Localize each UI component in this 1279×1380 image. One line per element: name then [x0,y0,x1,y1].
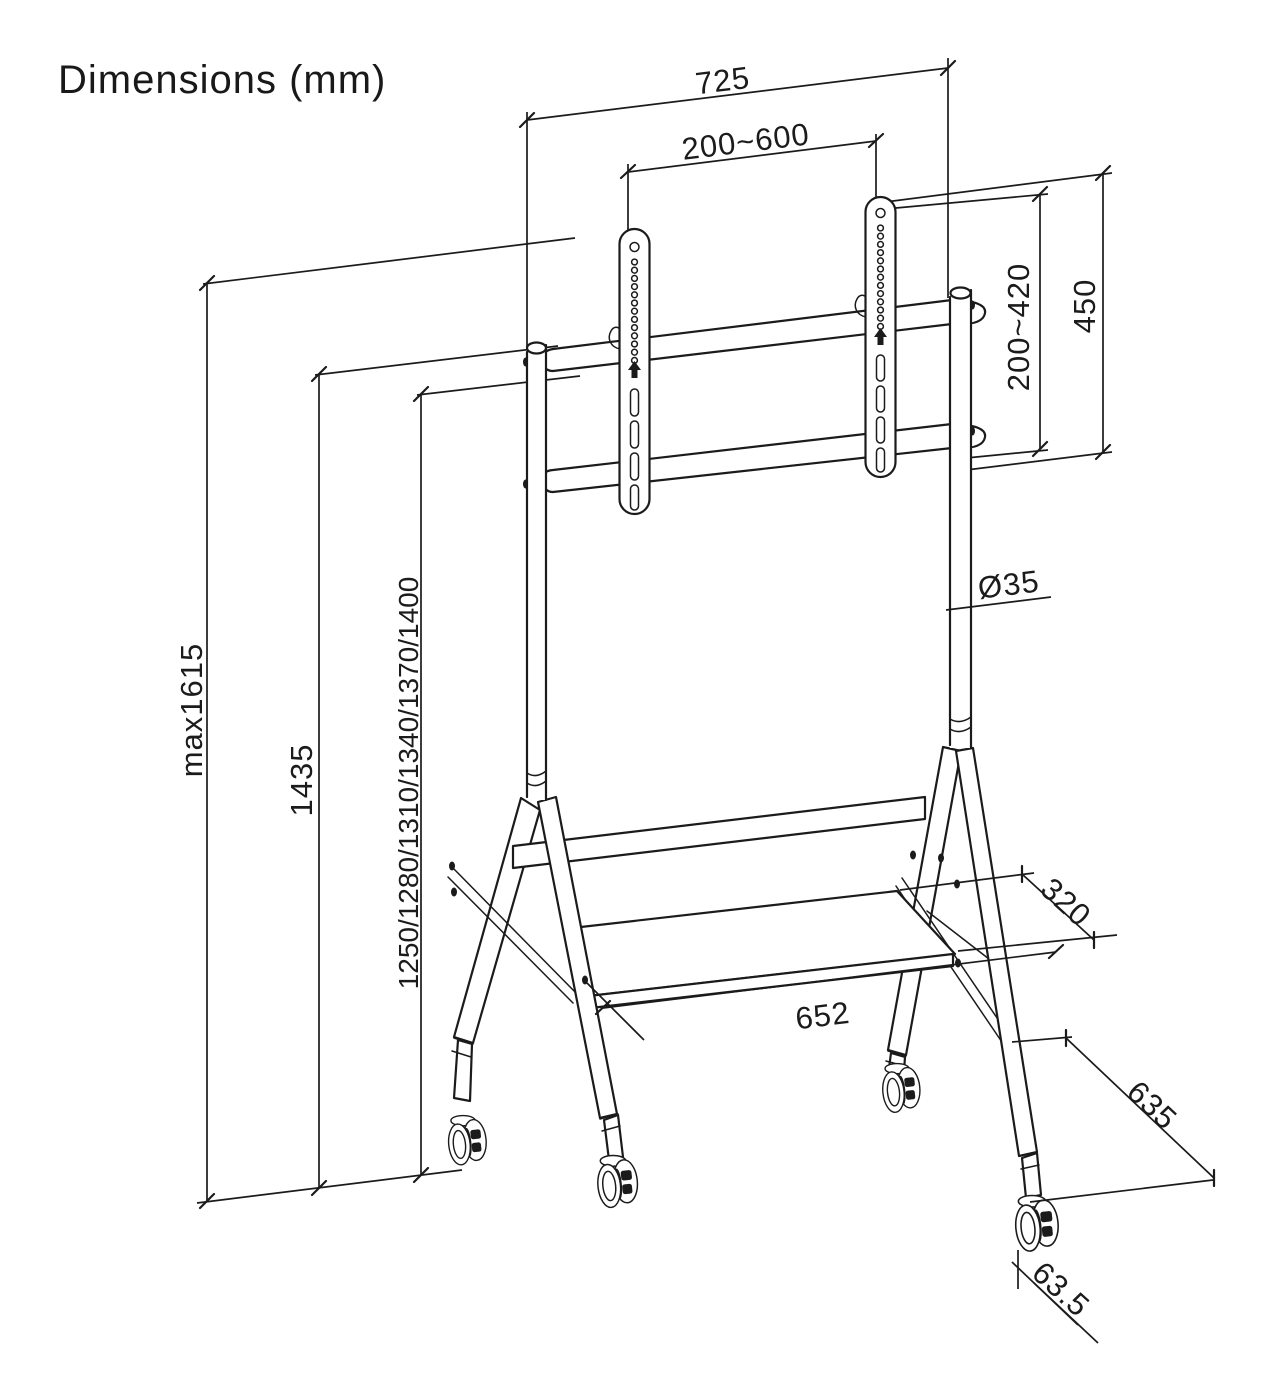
extension-line [416,375,581,396]
dimension-bracket-height: 450 [884,164,1113,472]
attachment-bolts [449,850,961,985]
extension-line [314,345,559,376]
dim-label-bracket-height: 450 [1067,279,1102,334]
extension-line [1011,1036,1073,1043]
dim-label-shelf-depth: 320 [1034,871,1098,934]
pole-right [948,286,975,750]
dim-label-top-width: 725 [693,60,752,101]
shelf-underside [926,910,990,960]
tick-marks [1020,864,1096,950]
dim-label-vesa-height: 200~420 [1001,263,1036,392]
dimension-line [1021,873,1095,941]
leader-line [945,596,1052,611]
dimension-column-height: 1435 [284,345,559,1197]
dim-label-column-height: 1435 [284,744,319,817]
dim-label-max-height: max1615 [174,643,209,778]
page-title: Dimensions (mm) [58,58,387,102]
tick-marks [518,59,957,129]
dimension-screen-heights: 1250/1280/1310/1340/1370/1400 [393,375,581,1184]
vesa-slots [875,354,886,473]
dimension-line [526,67,949,121]
vesa-holes [630,258,639,365]
ground-baseline [196,1169,463,1204]
dim-label-shelf-width: 652 [793,995,852,1036]
dimension-line [602,951,1057,1009]
up-arrow-icon [628,361,641,378]
vesa-bar-left [618,227,651,516]
dimension-line [1065,1037,1215,1179]
extension-line [957,451,1113,472]
extension-line [584,980,645,1041]
extension-line [884,193,1049,210]
tick-marks [1064,1028,1216,1188]
dimension-caster-offset: 63.5 [1011,1250,1099,1344]
dimension-vesa-height: 200~420 [884,185,1049,460]
dimension-line [627,140,877,173]
extension-line [899,872,1035,891]
leg-joints [451,1037,1043,1200]
rear-rail [511,795,927,870]
tick-marks [1031,185,1049,458]
rear-left-leg [452,796,542,1045]
front-right-leg [954,746,1039,1158]
hook-left [608,326,621,350]
dim-label-caster-offset: 63.5 [1025,1255,1096,1324]
dim-label-pole-diameter: Ø35 [976,563,1041,605]
extension-line [1029,1179,1214,1203]
pole-left [523,341,548,802]
dim-label-vesa-width: 200~600 [680,116,812,166]
crossbar-top [540,298,987,373]
extension-line [884,172,1113,203]
dimension-pole-diameter: Ø35 [945,563,1052,611]
crossbar-bottom [540,422,987,494]
dimension-base-depth: 635 [1011,1028,1216,1203]
dimension-shelf-width: 652 [584,943,1065,1041]
tick-marks [594,943,1065,1016]
dim-label-screen-heights: 1250/1280/1310/1340/1370/1400 [393,577,424,990]
caster-rear-right [879,1062,923,1115]
vesa-slots [629,388,640,511]
tick-marks [619,132,885,180]
dim-label-base-depth: 635 [1120,1074,1184,1137]
caster-front-right [1012,1194,1062,1254]
up-arrow-icon [874,328,887,345]
vesa-bar-right [864,195,897,479]
extension-line [202,237,576,285]
shelf [570,889,990,1011]
dimension-top-width: 725 [518,58,957,350]
caster-front-left [594,1154,641,1210]
extension-line [1033,1282,1099,1344]
dimension-vesa-width: 200~600 [619,116,885,237]
dimension-max-height: max1615 [174,237,576,1210]
caster-rear-left [445,1114,490,1167]
tick-marks [1094,164,1112,461]
hook-right [854,294,867,318]
vesa-holes [876,224,885,331]
